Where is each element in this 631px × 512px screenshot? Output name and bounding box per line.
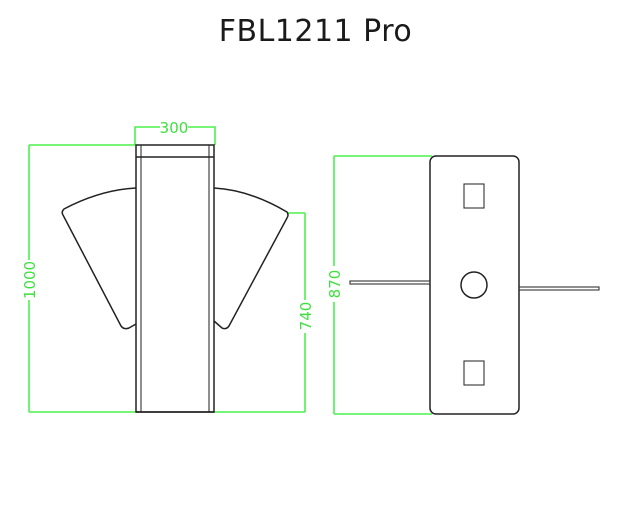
bottom-reader-square	[463, 360, 485, 386]
cabinet-body	[135, 144, 215, 413]
side-right-arm-bar	[518, 286, 600, 291]
front-view: 300 1000 740	[21, 119, 315, 413]
side-housing-outline	[429, 155, 520, 415]
dimension-side-height: 870	[326, 155, 432, 415]
dim-width-label: 300	[160, 119, 189, 137]
rotor-hub-circle	[460, 271, 488, 299]
cabinet-outline	[135, 144, 215, 413]
dim-width-left-leg	[134, 126, 160, 145]
right-arm	[213, 187, 289, 330]
top-reader-square	[463, 183, 485, 209]
dim-width-right-leg	[188, 126, 216, 145]
dim-height-label: 1000	[21, 261, 39, 299]
side-left-arm-bar	[349, 280, 431, 285]
product-title: FBL1211 Pro	[218, 14, 413, 49]
dimension-arm-height: 740	[213, 212, 315, 413]
dim-arm-label: 740	[297, 302, 315, 331]
left-arm	[61, 187, 137, 330]
side-view: 870	[326, 155, 600, 415]
dimension-total-height: 1000	[21, 144, 137, 413]
dim-side-label: 870	[326, 270, 344, 299]
dimension-width: 300	[134, 119, 216, 145]
